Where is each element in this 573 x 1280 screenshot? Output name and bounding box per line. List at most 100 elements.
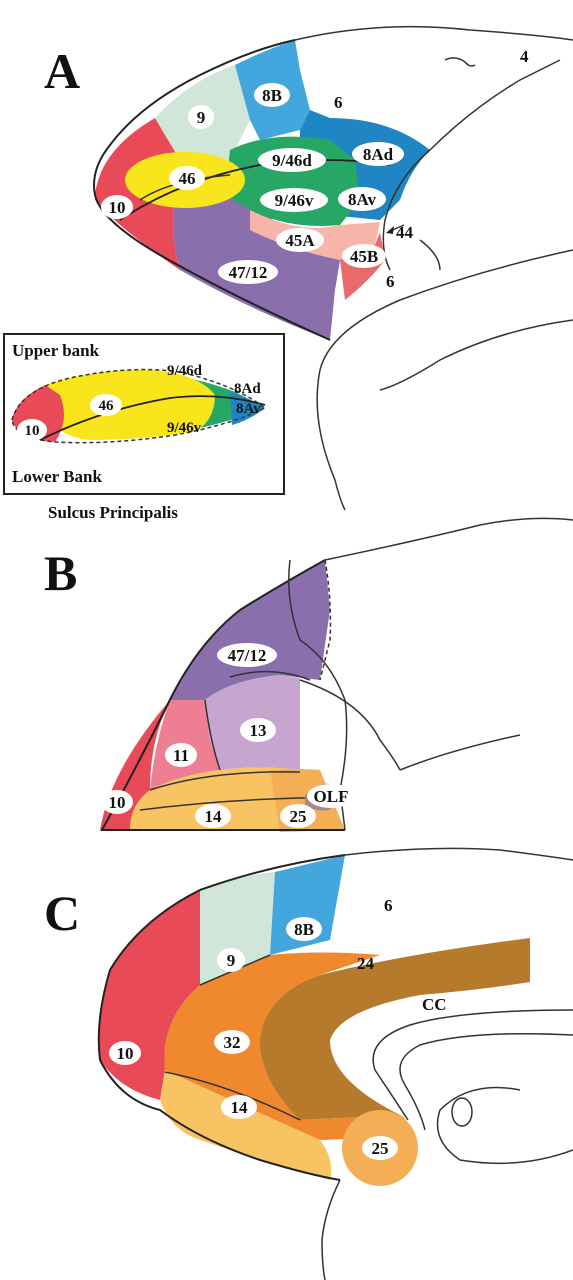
label-bg-c-10 — [109, 1041, 141, 1065]
corpus-callosum-c — [372, 1009, 573, 1121]
inset-lower-bank: Lower Bank — [12, 467, 102, 486]
orbital-sulcus-b1 — [139, 797, 305, 811]
outline-c-top — [344, 847, 573, 861]
inset-46: 46 — [99, 398, 115, 414]
inset-yellow — [44, 369, 215, 440]
inset-9-46d: 9/46d — [167, 363, 203, 379]
label-bg-a-10 — [101, 195, 133, 219]
label-a-47-12: 47/12 — [229, 263, 268, 282]
outline-c-bottom — [321, 1179, 341, 1280]
label-b-13: 13 — [250, 721, 267, 740]
label-bg-b-25 — [280, 804, 316, 828]
label-c-10: 10 — [117, 1044, 134, 1063]
inner-curve-b3 — [399, 734, 521, 771]
label-c-6: 6 — [384, 896, 393, 915]
inset-8Ad: 8Ad — [234, 381, 261, 397]
inset-bg-10 — [17, 419, 47, 441]
inset-sulcus-line — [39, 395, 266, 441]
inset-dashed-outline — [11, 368, 267, 444]
fornix-c — [451, 1097, 473, 1127]
outline-a-rear — [294, 25, 573, 41]
label-a-4: 4 — [520, 47, 529, 66]
label-bg-a-47-12 — [218, 260, 278, 284]
panel-a: A 4 6 8B 9 8Ad 9/46d 46 9/46v 8Av 10 44 … — [3, 25, 573, 522]
label-c-9: 9 — [227, 951, 236, 970]
inset-sulcus-principalis: Upper bank 9/46d 8Ad 46 8Av 9/46v 10 Low… — [3, 333, 285, 495]
panel-a-letter: A — [44, 43, 80, 99]
brain-outline-a — [93, 39, 331, 341]
inset-caption: Sulcus Principalis — [48, 503, 178, 522]
label-c-14: 14 — [231, 1098, 249, 1117]
label-bg-a-9-46d — [258, 148, 326, 172]
label-c-8B: 8B — [294, 920, 314, 939]
panel-b: B 47/12 13 11 10 14 25 OLF — [44, 517, 573, 832]
ventricle-c — [436, 1086, 573, 1165]
label-c-cc: CC — [422, 995, 447, 1014]
small-sulcus-a — [444, 57, 476, 67]
label-c-24: 24 — [357, 954, 375, 973]
inset-blue-tip — [230, 392, 265, 425]
label-bg-c-14 — [221, 1095, 257, 1119]
label-b-14: 14 — [205, 807, 223, 826]
label-b-10: 10 — [109, 793, 126, 812]
region-c-32 — [164, 952, 407, 1140]
label-bg-b-13 — [240, 718, 276, 742]
inner-curve-b2 — [299, 679, 401, 771]
label-a-9: 9 — [197, 108, 206, 127]
inset-10: 10 — [25, 423, 40, 439]
outline-b-top — [324, 517, 573, 561]
label-bg-a-8B — [254, 83, 290, 107]
pointer-44-head — [386, 226, 394, 234]
label-bg-c-25 — [362, 1136, 398, 1160]
label-bg-b-olf — [307, 784, 355, 808]
label-a-9-46v: 9/46v — [275, 191, 314, 210]
panel-b-letter: B — [44, 545, 77, 601]
label-c-32: 32 — [224, 1033, 241, 1052]
label-a-46: 46 — [179, 169, 196, 188]
orbital-sulcus-b3 — [229, 670, 311, 681]
label-bg-c-8B — [286, 917, 322, 941]
label-b-11: 11 — [173, 746, 189, 765]
sulcus-c-14 — [164, 1071, 301, 1121]
label-a-45B: 45B — [350, 247, 378, 266]
brain-outline-c — [97, 854, 346, 1181]
inset-9-46v: 9/46v — [167, 420, 202, 436]
temporal-inner-a — [379, 319, 573, 391]
label-b-47-12: 47/12 — [228, 646, 267, 665]
dashed-edge-b — [319, 559, 332, 681]
label-bg-b-11 — [165, 743, 197, 767]
panel-c-letter: C — [44, 885, 80, 941]
label-a-9-46d: 9/46d — [272, 151, 312, 170]
label-a-8Ad: 8Ad — [363, 145, 394, 164]
label-bg-c-9 — [217, 948, 245, 972]
panel-c: C 6 8B 9 24 CC 32 10 14 25 — [44, 847, 573, 1280]
temporal-curve-a — [316, 249, 573, 511]
label-bg-b-14 — [195, 804, 231, 828]
label-bg-a-45A — [276, 228, 324, 252]
label-a-44: 44 — [396, 223, 414, 242]
brain-outline-b — [100, 559, 345, 831]
inset-upper-bank: Upper bank — [12, 341, 100, 360]
label-a-6-low: 6 — [386, 272, 395, 291]
label-a-10: 10 — [109, 198, 126, 217]
label-bg-a-8Av — [338, 187, 386, 211]
label-bg-b-47-12 — [217, 643, 277, 667]
label-bg-a-9-46v — [260, 188, 328, 212]
central-curve-a — [429, 59, 561, 151]
sulcus-principalis-a — [119, 159, 391, 221]
label-bg-a-8Ad — [352, 142, 404, 166]
cc-inner-c — [399, 1033, 573, 1131]
inset-bg-46 — [90, 394, 122, 416]
sylvian-a — [419, 239, 441, 271]
label-c-25: 25 — [372, 1139, 389, 1158]
label-b-olf: OLF — [314, 787, 349, 806]
orbital-sulcus-b2 — [149, 771, 301, 791]
region-c-24 — [254, 938, 530, 1120]
label-a-8Av: 8Av — [348, 190, 377, 209]
label-bg-a-9 — [188, 105, 214, 129]
label-bg-a-45B — [342, 244, 386, 268]
label-bg-a-46 — [169, 166, 205, 190]
orbital-sulcus-b4 — [204, 699, 221, 771]
label-b-25: 25 — [290, 807, 307, 826]
